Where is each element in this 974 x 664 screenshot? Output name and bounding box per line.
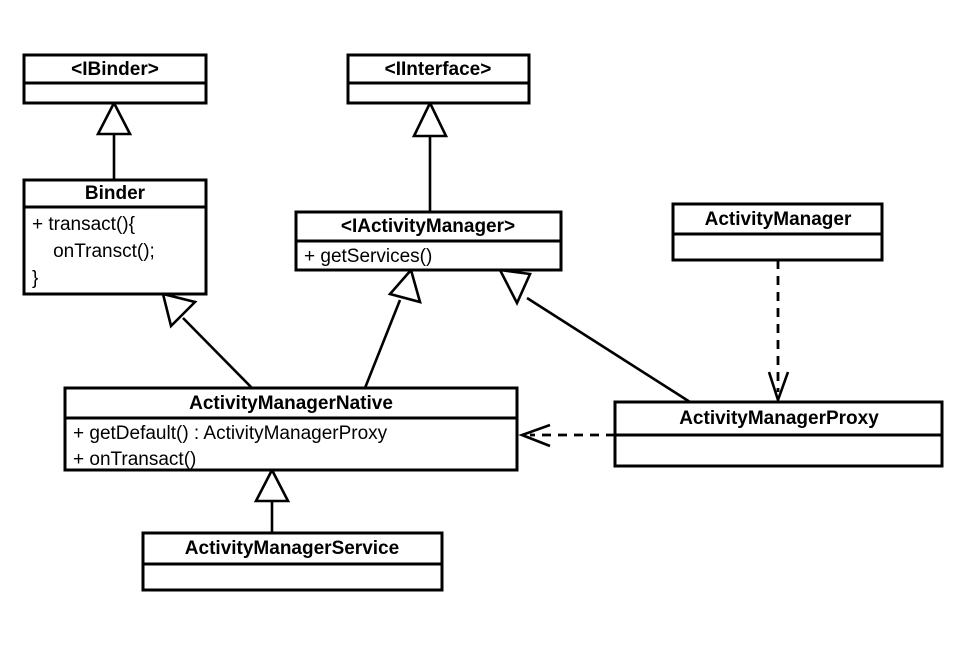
class-box-activitymanagernative[interactable]: ActivityManagerNative + getDefault() : A…: [63, 386, 519, 472]
generalization-arrowhead: [95, 100, 133, 136]
relation-line: [526, 296, 691, 404]
class-box-outline: [63, 386, 519, 472]
relations-layer: [95, 100, 790, 533]
class-box-outline: [671, 202, 884, 262]
class-box-binder[interactable]: Binder + transact(){ onTransct(); }: [22, 178, 208, 296]
relation-service-to-native[interactable]: [253, 467, 291, 533]
class-box-outline: [22, 178, 208, 296]
class-box-ibinder[interactable]: <IBinder>: [22, 53, 208, 105]
class-box-iinterface[interactable]: <IInterface>: [346, 53, 531, 105]
class-name-activitymanagerservice: ActivityManagerService: [185, 538, 399, 559]
class-box-activitymanagerproxy[interactable]: ActivityManagerProxy: [613, 400, 944, 468]
class-box-iactivitymanager[interactable]: <IActivityManager> + getServices(): [294, 210, 563, 272]
generalization-arrowhead: [497, 268, 532, 306]
class-name-activitymanagerproxy: ActivityManagerProxy: [679, 408, 879, 429]
class-member-getservices: + getServices(): [304, 246, 432, 267]
class-name-ibinder: <IBinder>: [71, 59, 159, 80]
class-member-transact: + transact(){: [32, 214, 136, 235]
relation-line: [182, 317, 253, 389]
class-name-activitymanager: ActivityManager: [705, 209, 852, 230]
relation-binder-to-ibinder[interactable]: [95, 100, 133, 180]
relation-line: [363, 299, 402, 389]
class-member-getdefault: + getDefault() : ActivityManagerProxy: [73, 423, 388, 444]
class-member-ontransct: onTransct();: [32, 241, 155, 262]
relation-activitymanager-to-proxy[interactable]: [767, 260, 790, 405]
relation-proxy-to-native[interactable]: [518, 423, 615, 448]
generalization-arrowhead: [253, 467, 291, 503]
relation-iactivitymanager-to-iinterface[interactable]: [411, 100, 449, 212]
relation-native-to-iactivitymanager[interactable]: [363, 267, 422, 389]
class-name-iactivitymanager: <IActivityManager>: [341, 216, 515, 237]
relation-proxy-to-iactivitymanager[interactable]: [497, 268, 691, 404]
class-box-outline: [346, 53, 531, 105]
class-member-ontransact: + onTransact(): [73, 449, 196, 470]
generalization-arrowhead: [387, 267, 422, 304]
class-name-activitymanagernative: ActivityManagerNative: [189, 393, 393, 414]
class-name-iinterface: <IInterface>: [385, 59, 492, 80]
class-box-activitymanagerservice[interactable]: ActivityManagerService: [141, 531, 444, 592]
classes-layer: <IBinder> <IInterface> Binder + transact…: [22, 53, 944, 592]
dependency-arrowhead: [767, 371, 790, 405]
class-box-outline: [22, 53, 208, 105]
class-box-outline: [141, 531, 444, 592]
relation-native-to-binder[interactable]: [161, 292, 253, 389]
generalization-arrowhead: [411, 100, 449, 138]
class-member-closebrace: }: [32, 268, 38, 289]
dependency-arrowhead: [518, 423, 551, 448]
generalization-arrowhead: [161, 292, 198, 329]
class-name-binder: Binder: [85, 183, 146, 204]
class-box-activitymanager[interactable]: ActivityManager: [671, 202, 884, 262]
